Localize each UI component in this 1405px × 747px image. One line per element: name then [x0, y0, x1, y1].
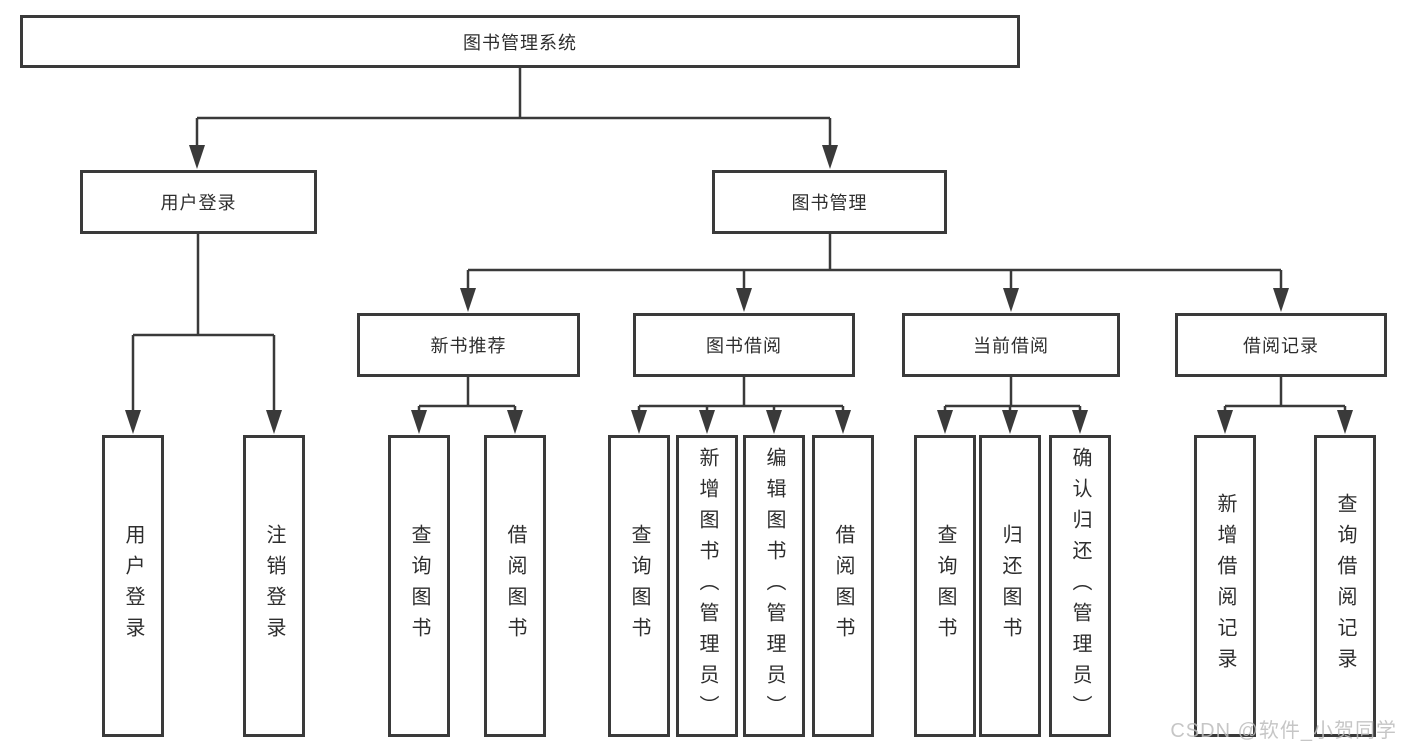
leaf-query-borrow-record: 查询借阅记录: [1314, 435, 1376, 737]
connector-book-borrow-branch: [631, 377, 851, 434]
node-current-borrowing: 当前借阅: [902, 313, 1120, 377]
node-label: 借阅记录: [1243, 336, 1319, 356]
arrowhead: [1002, 410, 1018, 434]
node-label: 新书推荐: [430, 336, 507, 356]
node-borrowing-records: 借阅记录: [1175, 313, 1387, 377]
leaf-borrow-books-borrowing: 借阅图书: [812, 435, 874, 737]
connector-book-mgmt-to-level3: [460, 234, 1289, 312]
node-label: 新增借阅记录: [1214, 493, 1236, 679]
node-book-borrowing: 图书借阅: [633, 313, 855, 377]
node-label: 借阅图书: [832, 524, 854, 648]
arrowhead: [631, 410, 647, 434]
node-label: 确认归还（管理员）: [1069, 446, 1091, 726]
arrowhead: [1273, 288, 1289, 312]
arrowhead: [822, 145, 838, 169]
connector-user-login-branch: [125, 234, 282, 434]
arrowhead: [125, 410, 141, 434]
watermark-text: CSDN @软件_小贺同学: [1170, 720, 1397, 742]
arrowhead: [1072, 410, 1088, 434]
connector-new-book-branch: [411, 377, 523, 434]
node-label: 图书管理: [791, 193, 868, 213]
leaf-borrow-books-recommend: 借阅图书: [484, 435, 546, 737]
leaf-add-borrow-record: 新增借阅记录: [1194, 435, 1256, 737]
node-label: 查询图书: [934, 524, 956, 648]
leaf-query-books-borrowing: 查询图书: [608, 435, 670, 737]
node-label: 图书借阅: [706, 336, 782, 356]
arrowhead: [1337, 410, 1353, 434]
arrowhead: [835, 410, 851, 434]
leaf-user-login: 用户登录: [102, 435, 164, 737]
node-label: 用户登录: [160, 193, 237, 213]
leaf-add-book-admin: 新增图书（管理员）: [676, 435, 738, 737]
node-label: 新增图书（管理员）: [696, 446, 718, 726]
arrowhead: [460, 288, 476, 312]
node-root-system: 图书管理系统: [20, 15, 1020, 68]
arrowhead: [507, 410, 523, 434]
arrowhead: [189, 145, 205, 169]
leaf-logout: 注销登录: [243, 435, 305, 737]
node-user-login-module: 用户登录: [80, 170, 317, 234]
node-label: 查询借阅记录: [1334, 493, 1356, 679]
arrowhead: [1217, 410, 1233, 434]
connector-current-borrow-branch: [937, 377, 1088, 434]
arrowhead: [411, 410, 427, 434]
leaf-return-books: 归还图书: [979, 435, 1041, 737]
node-label: 查询图书: [408, 524, 430, 648]
leaf-query-books-recommend: 查询图书: [388, 435, 450, 737]
node-label: 图书管理系统: [463, 32, 577, 53]
connector-root-to-level2: [189, 68, 838, 169]
leaf-edit-book-admin: 编辑图书（管理员）: [743, 435, 805, 737]
leaf-confirm-return-admin: 确认归还（管理员）: [1049, 435, 1111, 737]
arrowhead: [266, 410, 282, 434]
node-label: 借阅图书: [504, 524, 526, 648]
arrowhead: [736, 288, 752, 312]
arrowhead: [937, 410, 953, 434]
node-label: 编辑图书（管理员）: [763, 446, 785, 726]
arrowhead: [699, 410, 715, 434]
node-label: 用户登录: [122, 524, 144, 648]
node-label: 归还图书: [999, 524, 1021, 648]
node-label: 注销登录: [263, 524, 285, 648]
node-label: 当前借阅: [973, 336, 1049, 356]
node-book-management-module: 图书管理: [712, 170, 947, 234]
arrowhead: [1003, 288, 1019, 312]
connector-borrow-record-branch: [1217, 377, 1353, 434]
node-label: 查询图书: [628, 524, 650, 648]
leaf-query-books-current: 查询图书: [914, 435, 976, 737]
node-new-book-recommend: 新书推荐: [357, 313, 580, 377]
arrowhead: [766, 410, 782, 434]
